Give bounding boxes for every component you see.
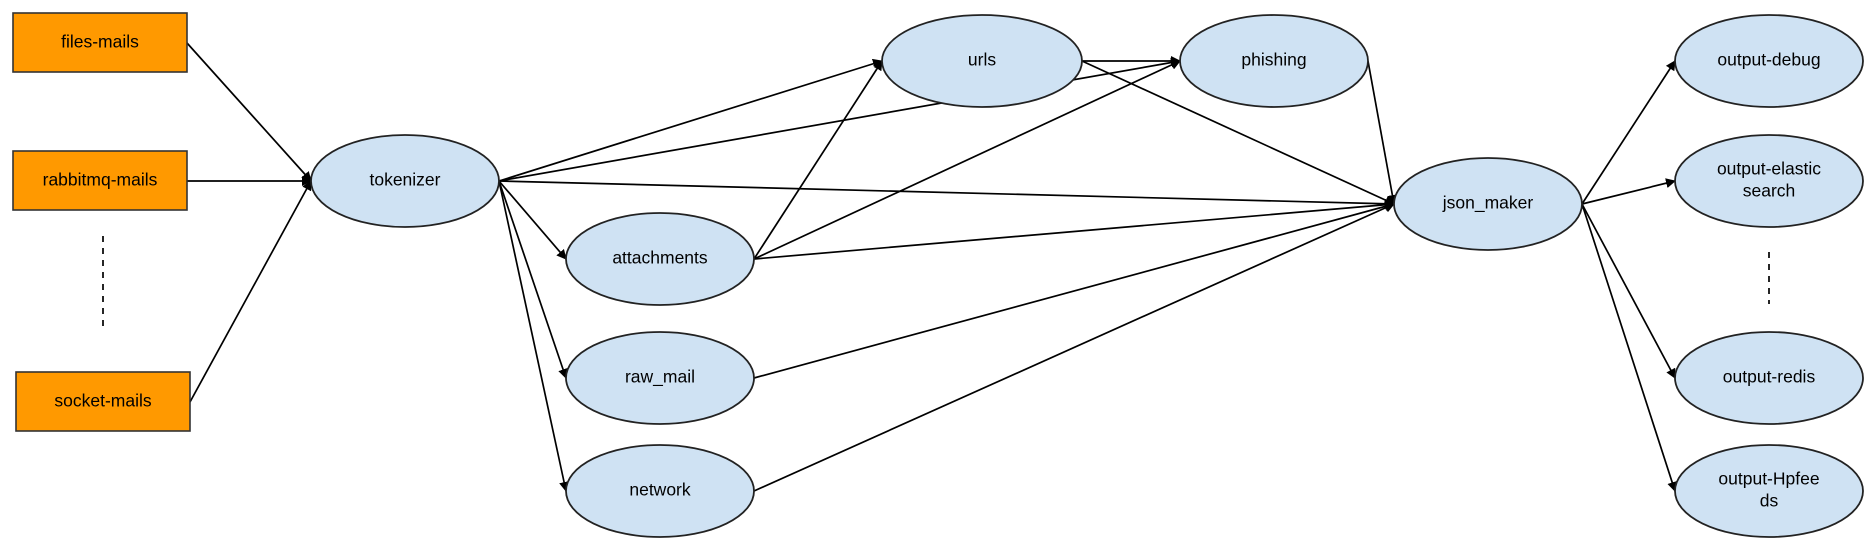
source-label-rabbitmq-mails: rabbitmq-mails <box>43 170 158 190</box>
node-tokenizer: tokenizer <box>310 134 500 228</box>
node-label-urls: urls <box>968 50 996 70</box>
node-urls: urls <box>881 14 1083 108</box>
edge-tokenizer-to-attachments <box>498 180 567 260</box>
edge-attachments-to-phishing <box>753 60 1181 260</box>
edge-files-mails-to-tokenizer <box>186 42 312 182</box>
output-elasticsearch: output-elastic search <box>1674 134 1864 228</box>
node-network: network <box>565 444 755 538</box>
output-label-hpfeeds-line2: ds <box>1760 491 1779 511</box>
source-rabbitmq-mails: rabbitmq-mails <box>12 150 188 211</box>
node-json-maker: json_maker <box>1393 157 1583 251</box>
node-label-tokenizer: tokenizer <box>369 170 440 190</box>
source-label-files-mails: files-mails <box>61 32 139 52</box>
edge-json-maker-to-output-elasticsearch <box>1581 178 1676 205</box>
edge-network-to-json-maker <box>753 203 1395 492</box>
source-label-socket-mails: socket-mails <box>54 391 151 411</box>
source-socket-mails: socket-mails <box>15 371 191 432</box>
edge-tokenizer-to-raw-mail <box>498 180 568 379</box>
edge-json-maker-to-output-hpfeeds <box>1581 203 1677 492</box>
output-label-redis: output-redis <box>1723 367 1816 387</box>
node-label-attachments: attachments <box>612 248 708 268</box>
node-label-json-maker: json_maker <box>1442 193 1534 214</box>
node-phishing: phishing <box>1179 14 1369 108</box>
edge-phishing-to-json-maker <box>1367 60 1398 205</box>
edge-urls-to-json-maker <box>1081 60 1395 205</box>
edge-raw-mail-to-json-maker <box>753 201 1395 379</box>
edge-attachments-to-json-maker <box>753 199 1395 260</box>
edge-tokenizer-to-network <box>498 180 569 492</box>
output-label-elasticsearch-line2: search <box>1743 181 1796 201</box>
edge-tokenizer-to-phishing <box>498 57 1181 182</box>
output-label-hpfeeds-line1: output-Hpfee <box>1718 469 1819 489</box>
edges-layer <box>186 42 1677 492</box>
edge-json-maker-to-output-redis <box>1581 203 1676 379</box>
edge-socket-mails-to-tokenizer <box>189 180 312 403</box>
source-files-mails: files-mails <box>12 12 188 73</box>
node-label-network: network <box>629 480 691 500</box>
edge-json-maker-to-output-debug <box>1581 60 1676 205</box>
edge-attachments-to-urls <box>753 60 883 260</box>
output-label-debug: output-debug <box>1717 50 1820 70</box>
edge-tokenizer-to-urls <box>498 58 883 182</box>
node-label-raw-mail: raw_mail <box>625 367 695 388</box>
node-raw-mail: raw_mail <box>565 331 755 425</box>
output-redis: output-redis <box>1674 331 1864 425</box>
edge-tokenizer-to-json-maker <box>498 180 1395 209</box>
output-label-elasticsearch-line1: output-elastic <box>1717 159 1821 179</box>
node-attachments: attachments <box>565 212 755 306</box>
node-label-phishing: phishing <box>1241 50 1306 70</box>
output-debug: output-debug <box>1674 14 1864 108</box>
output-hpfeeds: output-Hpfee ds <box>1674 444 1864 538</box>
